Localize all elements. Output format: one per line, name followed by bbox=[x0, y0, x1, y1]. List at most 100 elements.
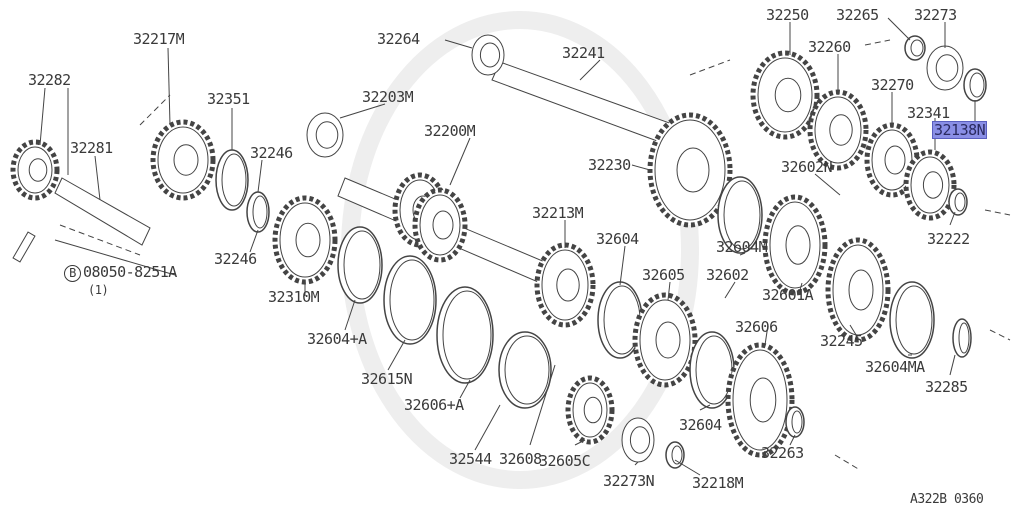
bearing-inner-32 bbox=[935, 54, 959, 82]
part-label-32608[interactable]: 32608 bbox=[499, 450, 542, 468]
part-label-32263[interactable]: 32263 bbox=[761, 444, 804, 462]
leader-line-16 bbox=[387, 339, 406, 371]
part-label-32222[interactable]: 32222 bbox=[927, 230, 970, 248]
gear-bore-22 bbox=[785, 225, 811, 265]
figure-code: A322B 0360 bbox=[910, 492, 984, 507]
gear-bore-1 bbox=[173, 144, 199, 176]
ring-inner-31 bbox=[910, 39, 924, 57]
leader-line-35 bbox=[699, 404, 711, 411]
part-label-32605[interactable]: 32605 bbox=[642, 266, 685, 284]
part-label-32213m[interactable]: 32213M bbox=[532, 204, 584, 222]
leader-line-37 bbox=[529, 364, 556, 446]
part-label-32203m[interactable]: 32203M bbox=[362, 88, 414, 106]
part-label-32605c[interactable]: 32605C bbox=[539, 452, 591, 470]
gear-bore-29 bbox=[922, 171, 944, 199]
gear-bore-19 bbox=[749, 377, 777, 423]
leader-line-5 bbox=[257, 159, 263, 193]
gear-bore-26 bbox=[774, 77, 802, 113]
leader-line-40 bbox=[634, 461, 639, 466]
leader-line-39 bbox=[574, 439, 586, 446]
gear-bore-0 bbox=[28, 158, 48, 182]
part-label-32138n[interactable]: 32138N bbox=[932, 121, 988, 139]
part-label-32285[interactable]: 32285 bbox=[925, 378, 968, 396]
part-label-32606[interactable]: 32606 bbox=[735, 318, 778, 336]
part-label-32250[interactable]: 32250 bbox=[766, 6, 809, 24]
part-label-32341[interactable]: 32341 bbox=[907, 104, 950, 122]
ring-inner-33 bbox=[969, 72, 985, 98]
bearing-inner-8 bbox=[315, 121, 339, 149]
ring-outer-3 bbox=[246, 191, 270, 233]
part-label-32273n[interactable]: 32273N bbox=[603, 472, 655, 490]
part-label-32281[interactable]: 32281 bbox=[70, 139, 113, 157]
leader-line-33 bbox=[949, 354, 956, 376]
leader-line-1 bbox=[39, 87, 46, 146]
ring-inner-24 bbox=[895, 285, 933, 355]
bolt-icon bbox=[12, 231, 36, 263]
leader-line-21 bbox=[799, 282, 803, 291]
ring-inner-6 bbox=[389, 259, 435, 341]
ring-outer-21 bbox=[717, 176, 763, 254]
guide-dash-1 bbox=[59, 224, 141, 256]
part-label-32218m[interactable]: 32218M bbox=[692, 474, 744, 492]
leader-line-9 bbox=[579, 59, 601, 81]
part-label-32604plusa[interactable]: 32604+A bbox=[307, 330, 367, 348]
part-label-32217m[interactable]: 32217M bbox=[133, 30, 185, 48]
part-label-32602[interactable]: 32602 bbox=[706, 266, 749, 284]
guide-dash-2 bbox=[689, 59, 731, 76]
leader-line-8 bbox=[444, 39, 473, 49]
leader-line-29 bbox=[814, 173, 841, 196]
leader-line-6 bbox=[249, 229, 259, 253]
part-label-32615n[interactable]: 32615N bbox=[361, 370, 413, 388]
part-label-32270[interactable]: 32270 bbox=[871, 76, 914, 94]
part-label-32264[interactable]: 32264 bbox=[377, 30, 420, 48]
part-label-32604[interactable]: 32604 bbox=[679, 416, 722, 434]
ring-inner-3 bbox=[252, 195, 268, 229]
leader-line-14 bbox=[619, 245, 626, 286]
part-label-32246[interactable]: 32246 bbox=[250, 144, 293, 162]
part-label-32544[interactable]: 32544 bbox=[449, 450, 492, 468]
leader-line-20 bbox=[739, 252, 746, 256]
gear-bore-10 bbox=[676, 147, 710, 193]
part-label-32241[interactable]: 32241 bbox=[562, 44, 605, 62]
leader-line-0 bbox=[167, 47, 171, 126]
ring-inner-21 bbox=[723, 180, 761, 250]
part-label-32604ma[interactable]: 32604MA bbox=[865, 358, 925, 376]
part-label-32200m[interactable]: 32200M bbox=[424, 122, 476, 140]
part-label-32273[interactable]: 32273 bbox=[914, 6, 957, 24]
part-label-32602n[interactable]: 32602N bbox=[781, 158, 833, 176]
guide-dash-5 bbox=[989, 329, 1011, 341]
leader-line-18 bbox=[667, 281, 671, 301]
part-label-32351[interactable]: 32351 bbox=[207, 90, 250, 108]
part-label-32260[interactable]: 32260 bbox=[808, 38, 851, 56]
part-label-32282[interactable]: 32282 bbox=[28, 71, 71, 89]
part-label-32246[interactable]: 32246 bbox=[214, 250, 257, 268]
part-label-32606plusa[interactable]: 32606+A bbox=[404, 396, 464, 414]
part-label-32265[interactable]: 32265 bbox=[836, 6, 879, 24]
part-label-32230[interactable]: 32230 bbox=[588, 156, 631, 174]
part-label-32245[interactable]: 32245 bbox=[820, 332, 863, 350]
bearing-inner-9 bbox=[479, 42, 501, 68]
guide-dash-4 bbox=[984, 209, 1011, 216]
shaft-32281 bbox=[54, 177, 151, 246]
gear-bore-13 bbox=[655, 321, 681, 359]
leader-line-36 bbox=[789, 434, 796, 446]
part-label-32604m[interactable]: 32604M bbox=[716, 238, 768, 256]
gear-bore-35 bbox=[432, 210, 454, 240]
ring-outer-24 bbox=[889, 281, 935, 359]
ring-outer-2 bbox=[215, 149, 249, 211]
leader-line-17 bbox=[459, 379, 471, 399]
part-label-32310m[interactable]: 32310M bbox=[268, 288, 320, 306]
ring-inner-25 bbox=[958, 322, 970, 354]
part-label-32604[interactable]: 32604 bbox=[596, 230, 639, 248]
leader-line-41 bbox=[674, 459, 701, 476]
guide-dash-3 bbox=[864, 39, 891, 46]
part-label-32601a[interactable]: 32601A bbox=[762, 286, 814, 304]
ring-inner-17 bbox=[671, 445, 683, 465]
gear-bore-27 bbox=[829, 114, 853, 146]
ring-outer-30 bbox=[948, 188, 968, 216]
gear-bore-28 bbox=[884, 145, 906, 175]
bolt-marker: B bbox=[64, 265, 81, 282]
